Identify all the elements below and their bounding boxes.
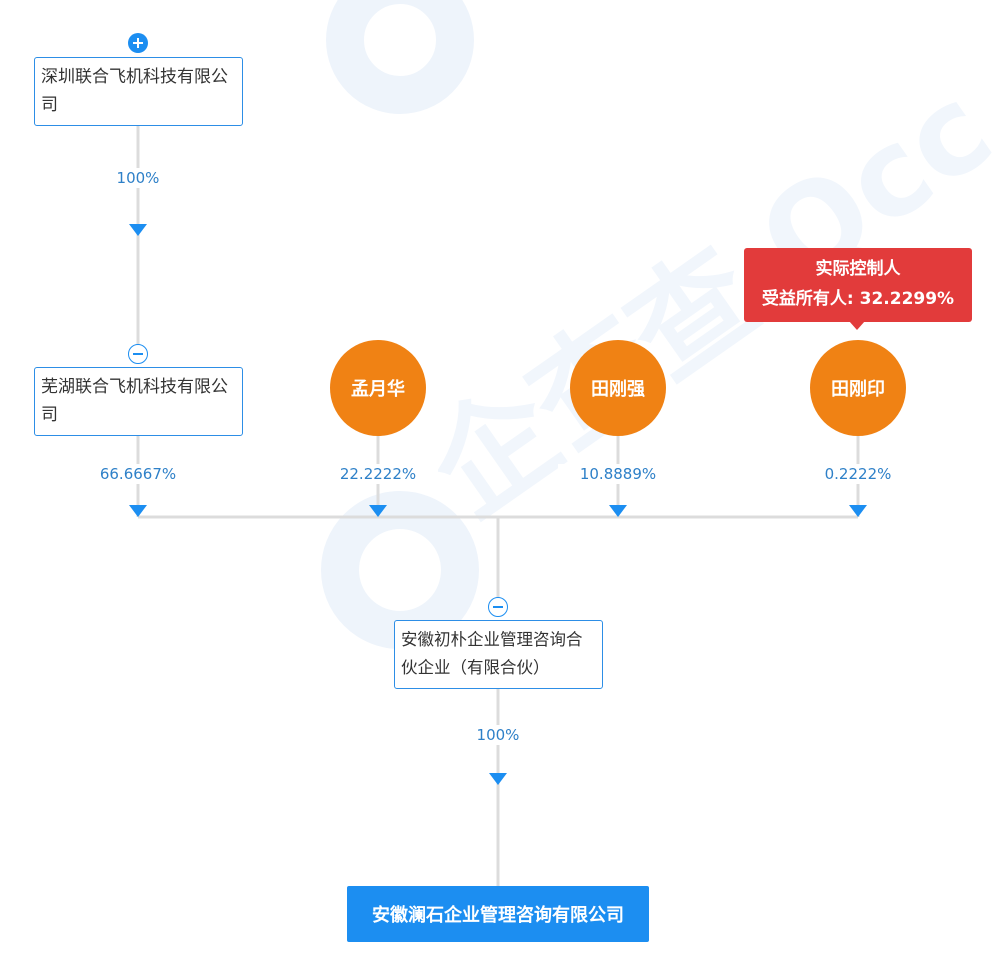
node-wuhu-company[interactable]: 芜湖联合飞机科技有限公司 — [34, 367, 243, 436]
edge-percent-tianqiang: 10.8889% — [558, 464, 678, 484]
edge-percent-shenzhen-wuhu: 100% — [78, 168, 198, 188]
collapse-toggle-chupu[interactable] — [488, 597, 508, 617]
target-name: 安徽澜石企业管理咨询有限公司 — [372, 905, 624, 926]
minus-icon — [493, 606, 503, 608]
edge-percent-meng: 22.2222% — [318, 464, 438, 484]
node-person-tianyin[interactable]: 田刚印 — [810, 340, 906, 436]
node-anhui-chupu-partnership[interactable]: 安徽初朴企业管理咨询合伙企业（有限合伙） — [394, 620, 603, 689]
arrow-down-icon — [129, 224, 147, 236]
node-label: 安徽初朴企业管理咨询合伙企业（有限合伙） — [401, 630, 583, 677]
edge-percent-chupu-target: 100% — [438, 725, 558, 745]
node-target-company[interactable]: 安徽澜石企业管理咨询有限公司 — [347, 886, 649, 942]
person-name: 田刚印 — [831, 379, 885, 400]
expand-toggle-shenzhen[interactable] — [128, 33, 148, 53]
person-name: 孟月华 — [351, 379, 405, 400]
node-shenzhen-company[interactable]: 深圳联合飞机科技有限公司 — [34, 57, 243, 126]
node-person-meng[interactable]: 孟月华 — [330, 340, 426, 436]
minus-icon — [133, 353, 143, 355]
arrow-down-icon — [609, 505, 627, 517]
actual-controller-callout: 实际控制人 受益所有人: 32.2299% — [744, 248, 972, 330]
edge-percent-wuhu: 66.6667% — [78, 464, 198, 484]
node-person-tianqiang[interactable]: 田刚强 — [570, 340, 666, 436]
callout-beneficial: 受益所有人: 32.2299% — [761, 289, 955, 309]
person-name: 田刚强 — [591, 379, 645, 400]
edge-percent-tianyin: 0.2222% — [798, 464, 918, 484]
arrow-down-icon — [489, 773, 507, 785]
callout-role: 实际控制人 — [815, 259, 901, 279]
arrow-down-icon — [369, 505, 387, 517]
callout-tail — [849, 321, 865, 330]
node-label: 深圳联合飞机科技有限公司 — [41, 67, 228, 115]
collapse-toggle-wuhu[interactable] — [128, 344, 148, 364]
node-label: 芜湖联合飞机科技有限公司 — [41, 377, 228, 425]
arrow-down-icon — [849, 505, 867, 517]
arrow-down-icon — [129, 505, 147, 517]
